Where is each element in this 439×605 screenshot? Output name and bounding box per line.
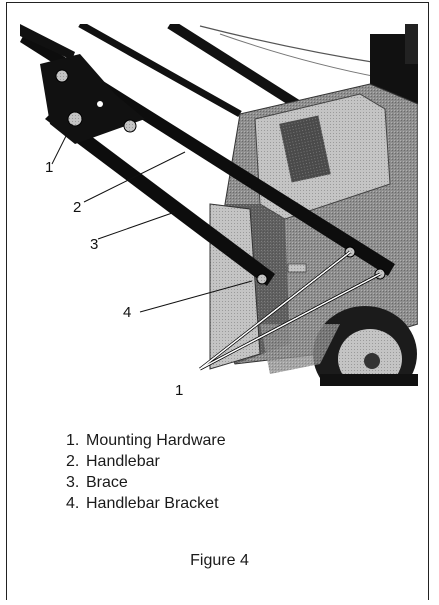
callout-1-mounting-hardware-bottom: 1: [175, 382, 184, 399]
legend-item-label: Mounting Hardware: [86, 432, 226, 449]
figure-caption: Figure 4: [190, 552, 249, 569]
legend-item-number: 3.: [66, 474, 80, 491]
figure-legend: 1. Mounting Hardware 2. Handlebar 3. Bra…: [66, 430, 226, 514]
legend-item-label: Handlebar Bracket: [86, 495, 219, 512]
callout-1-mounting-hardware-top: 1: [45, 159, 54, 176]
legend-item-label: Handlebar: [86, 453, 160, 470]
legend-item-label: Brace: [86, 474, 128, 491]
handlebar-assembly-illustration: [20, 24, 418, 386]
legend-item: 3. Brace: [66, 472, 226, 493]
figure-frame: [6, 2, 429, 600]
callout-3-brace: 3: [90, 236, 99, 253]
legend-item-number: 2.: [66, 453, 80, 470]
legend-item: 1. Mounting Hardware: [66, 430, 226, 451]
legend-item-number: 1.: [66, 432, 80, 449]
callout-2-handlebar: 2: [73, 199, 82, 216]
legend-item: 2. Handlebar: [66, 451, 226, 472]
legend-item: 4. Handlebar Bracket: [66, 493, 226, 514]
callout-4-handlebar-bracket: 4: [123, 304, 132, 321]
legend-item-number: 4.: [66, 495, 80, 512]
